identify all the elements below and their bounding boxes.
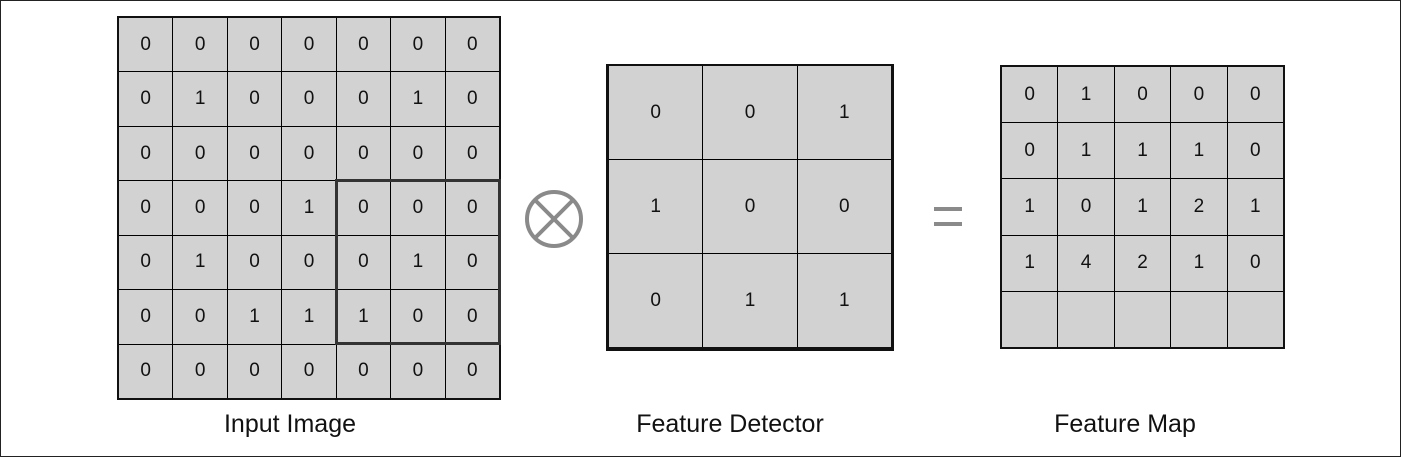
feature-map-cell: 1 [1114, 123, 1171, 179]
feature-detector-cell: 0 [703, 66, 797, 159]
feature-map-cell: 1 [1227, 179, 1283, 235]
input-image-cell: 0 [391, 290, 445, 344]
feature-map-cell [1171, 291, 1227, 347]
feature-map-cell: 1 [1058, 123, 1114, 179]
feature-map-cell: 0 [1171, 67, 1227, 123]
feature-map-cell [1058, 291, 1114, 347]
convolution-operator-icon [525, 190, 583, 248]
input-image-cell: 0 [119, 18, 173, 72]
input-image-cell: 0 [445, 126, 499, 181]
input-image-cell: 0 [119, 126, 173, 181]
feature-map-cell: 1 [1171, 123, 1227, 179]
feature-map-cell: 2 [1114, 235, 1171, 291]
feature-map-cell: 0 [1227, 67, 1283, 123]
feature-detector-cell: 1 [703, 254, 797, 347]
input-image-cell: 0 [282, 72, 336, 126]
feature-map-cell: 4 [1058, 235, 1114, 291]
input-image-cell: 0 [173, 18, 227, 72]
feature-map-cell: 0 [1002, 67, 1058, 123]
input-image-cell: 0 [336, 235, 391, 290]
input-image-cell: 0 [445, 235, 499, 290]
feature-detector-cell: 0 [609, 254, 703, 347]
feature-map-cell: 1 [1002, 235, 1058, 291]
input-image-cell: 0 [445, 18, 499, 72]
feature-map-label: Feature Map [1054, 410, 1196, 438]
feature-map-cell [1002, 291, 1058, 347]
feature-detector-cell: 1 [609, 160, 703, 253]
input-image-cell: 0 [391, 18, 445, 72]
input-image-cell: 0 [227, 126, 282, 181]
feature-map-cell [1227, 291, 1283, 347]
input-image-cell: 1 [227, 290, 282, 344]
input-image-cell: 1 [391, 235, 445, 290]
input-image-cell: 0 [445, 181, 499, 235]
input-image-cell: 0 [391, 344, 445, 398]
input-image-cell: 0 [336, 344, 391, 398]
input-image-cell: 0 [227, 18, 282, 72]
input-image-cell: 0 [445, 72, 499, 126]
input-image-cell: 0 [445, 344, 499, 398]
input-image-cell: 0 [336, 126, 391, 181]
feature-map-cell: 0 [1227, 123, 1283, 179]
input-image-cell: 0 [391, 126, 445, 181]
input-image-cell: 0 [282, 344, 336, 398]
input-image-cell: 0 [391, 181, 445, 235]
input-image-cell: 0 [227, 181, 282, 235]
input-image-cell: 0 [445, 290, 499, 344]
feature-map-cell: 0 [1227, 235, 1283, 291]
feature-map-cell: 2 [1171, 179, 1227, 235]
feature-detector-cell: 1 [797, 254, 891, 347]
feature-map-cell: 1 [1058, 67, 1114, 123]
feature-map-cell: 0 [1114, 67, 1171, 123]
input-image-cell: 0 [227, 72, 282, 126]
feature-detector-cell: 0 [703, 160, 797, 253]
input-image-cell: 0 [119, 235, 173, 290]
feature-detector-cell: 0 [797, 160, 891, 253]
feature-detector-label: Feature Detector [636, 410, 824, 438]
input-image-cell: 0 [336, 18, 391, 72]
input-image-cell: 0 [173, 344, 227, 398]
input-image-cell: 0 [336, 181, 391, 235]
feature-detector-cell: 0 [609, 66, 703, 159]
input-image-cell: 1 [336, 290, 391, 344]
feature-map-cell: 0 [1002, 123, 1058, 179]
input-image-cell: 0 [119, 290, 173, 344]
input-image-cell: 1 [173, 235, 227, 290]
input-image-cell: 0 [282, 18, 336, 72]
input-image-cell: 0 [227, 235, 282, 290]
input-image-cell: 0 [173, 290, 227, 344]
feature-map-cell: 1 [1171, 235, 1227, 291]
input-image-cell: 1 [282, 290, 336, 344]
input-image-cell: 1 [391, 72, 445, 126]
input-image-cell: 1 [282, 181, 336, 235]
input-image-cell: 0 [119, 72, 173, 126]
input-image-cell: 0 [282, 235, 336, 290]
input-image-cell: 0 [173, 181, 227, 235]
input-image-cell: 0 [227, 344, 282, 398]
feature-map-cell [1114, 291, 1171, 347]
input-image-cell: 0 [282, 126, 336, 181]
input-image-cell: 0 [119, 344, 173, 398]
input-image-label: Input Image [223, 410, 357, 438]
equals-icon [934, 207, 962, 226]
feature-map-cell: 1 [1114, 179, 1171, 235]
feature-map-cell: 1 [1002, 179, 1058, 235]
input-image-cell: 0 [336, 72, 391, 126]
input-image-cell: 1 [173, 72, 227, 126]
input-image-cell: 0 [119, 181, 173, 235]
feature-map-cell: 0 [1058, 179, 1114, 235]
input-image-cell: 0 [173, 126, 227, 181]
feature-detector-cell: 1 [797, 66, 891, 159]
